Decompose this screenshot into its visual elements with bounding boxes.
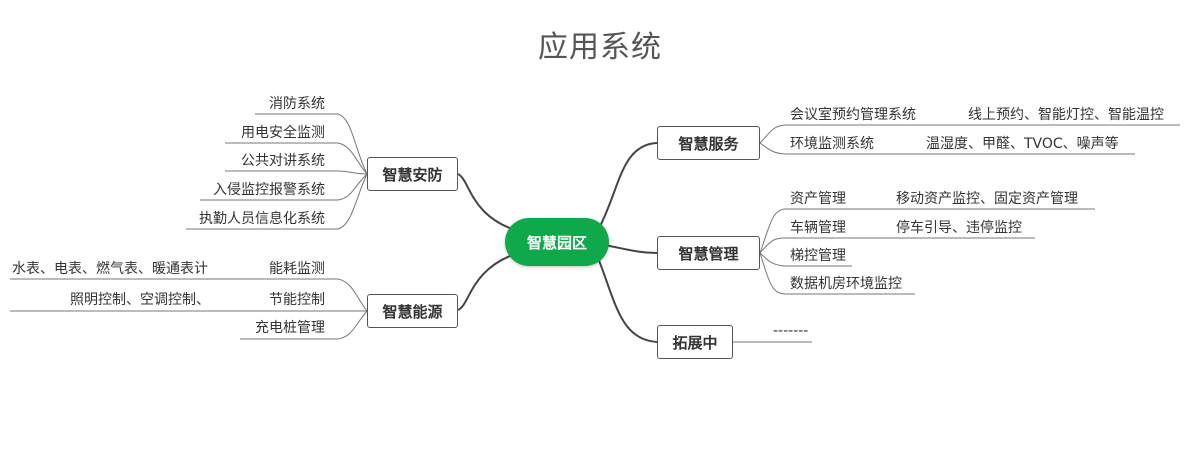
leaf-label: 梯控管理 <box>790 248 846 264</box>
leaf-label: 公共对讲系统 <box>241 153 325 169</box>
leaf-label: 环境监测系统 <box>790 136 874 152</box>
leaf-label: 消防系统 <box>269 96 325 112</box>
leaf-detail: 水表、电表、燃气表、暖通表计 <box>12 261 208 277</box>
leaf-detail: 线上预约、智能灯控、智能温控 <box>968 107 1164 123</box>
leaf-label: 车辆管理 <box>790 220 846 236</box>
leaf-label: 数据机房环境监控 <box>790 276 902 292</box>
leaf-label: 资产管理 <box>790 191 846 207</box>
leaf-label: 入侵监控报警系统 <box>213 182 325 198</box>
node-smart-security: 智慧安防 <box>367 157 458 191</box>
node-smart-service: 智慧服务 <box>657 126 760 160</box>
leaf-label: 节能控制 <box>269 292 325 308</box>
leaf-detail: 停车引导、违停监控 <box>896 220 1022 236</box>
page-title: 应用系统 <box>538 30 662 65</box>
center-node: 智慧园区 <box>505 218 609 266</box>
leaf-label: 能耗监测 <box>269 261 325 277</box>
leaf-detail: 温湿度、甲醛、TVOC、噪声等 <box>926 136 1119 152</box>
leaf-detail: 移动资产监控、固定资产管理 <box>896 191 1078 207</box>
leaf-detail: 照明控制、空调控制、 <box>70 292 210 308</box>
leaf-label: 充电桩管理 <box>255 320 325 336</box>
leaf-label: 执勤人员信息化系统 <box>199 211 325 227</box>
leaf-label: 会议室预约管理系统 <box>790 107 916 123</box>
leaf-label: ------- <box>773 323 809 339</box>
node-smart-management: 智慧管理 <box>657 236 760 270</box>
leaf-label: 用电安全监测 <box>241 125 325 141</box>
node-expanding: 拓展中 <box>657 325 733 359</box>
node-smart-energy: 智慧能源 <box>367 294 458 328</box>
